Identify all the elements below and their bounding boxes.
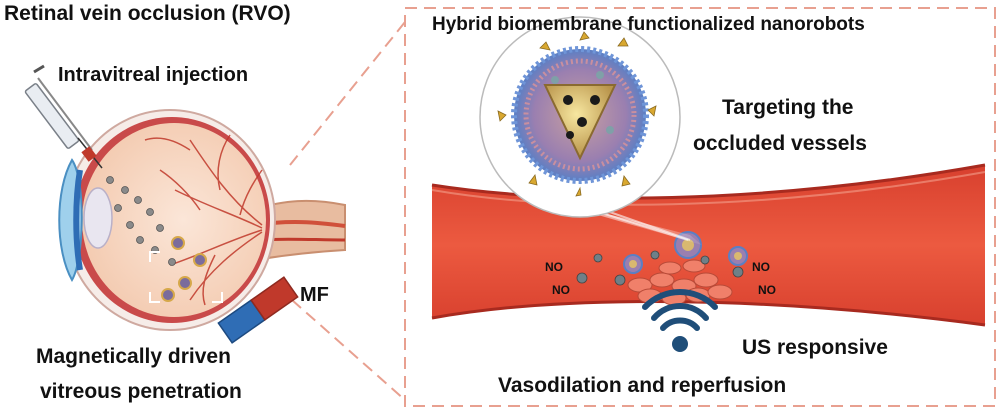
magnetic-field-label: MF bbox=[300, 284, 329, 306]
us-responsive-label: US responsive bbox=[742, 336, 888, 359]
injection-label: Intravitreal injection bbox=[58, 64, 249, 86]
targeting-line2: occluded vessels bbox=[693, 132, 867, 155]
syringe-icon bbox=[24, 64, 103, 169]
magnet-icon bbox=[217, 276, 299, 344]
nanorobot-magnified bbox=[479, 16, 681, 218]
no-label: NO bbox=[752, 260, 770, 274]
no-label: NO bbox=[545, 260, 563, 274]
left-title: Retinal vein occlusion (RVO) bbox=[4, 2, 291, 25]
left-caption-line1: Magnetically driven bbox=[36, 345, 231, 368]
detail-panel-border bbox=[404, 7, 996, 407]
callout-lines bbox=[289, 21, 406, 401]
targeting-line1: Targeting the bbox=[722, 96, 854, 119]
eye-illustration bbox=[58, 109, 346, 331]
no-label: NO bbox=[552, 283, 570, 297]
left-caption-line2: vitreous penetration bbox=[40, 380, 242, 403]
no-particles bbox=[576, 250, 744, 286]
right-caption: Vasodilation and reperfusion bbox=[498, 374, 787, 397]
no-label: NO bbox=[758, 283, 776, 297]
ultrasound-icon bbox=[642, 289, 718, 352]
right-title: Hybrid biomembrane functionalized nanoro… bbox=[432, 14, 865, 35]
